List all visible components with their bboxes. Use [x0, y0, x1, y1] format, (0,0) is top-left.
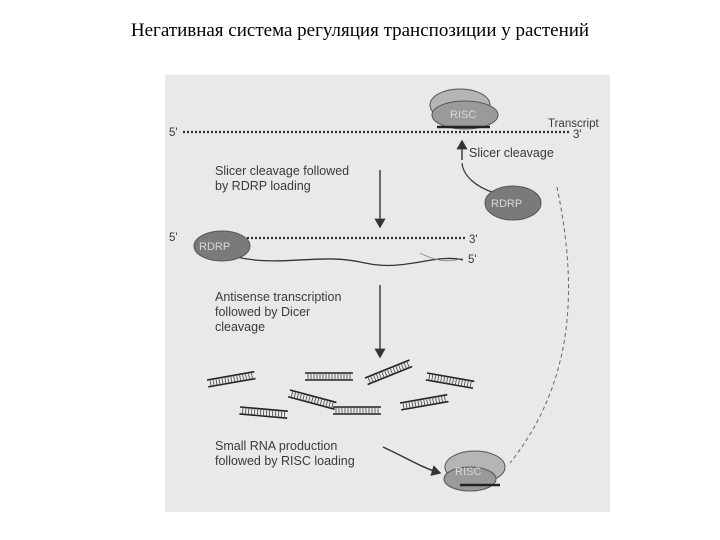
slicer-cleavage-annotation: Slicer cleavage	[462, 141, 554, 193]
rnai-pathway-diagram: 5' 3' Transcript RISC Slicer cleavage RD…	[165, 75, 610, 512]
transcript-label: Transcript	[548, 118, 599, 130]
step-2-line-3: cleavage	[215, 320, 265, 334]
rdrp-right-label: RDRP	[491, 198, 522, 210]
step-3-line-1: Small RNA production	[215, 439, 337, 453]
sirna-duplex-icon	[365, 360, 412, 384]
step-3-text: Small RNA production followed by RISC lo…	[215, 439, 355, 468]
sirna-duplex-icon	[207, 372, 255, 387]
middle-three-prime-label: 3'	[469, 234, 478, 246]
sirna-duplex-icon	[288, 390, 336, 409]
step-1-line-2: by RDRP loading	[215, 179, 311, 193]
slide-title: Негативная система регуляция транспозици…	[0, 20, 720, 42]
top-five-prime-label: 5'	[169, 127, 178, 139]
risc-top-icon: RISC	[430, 89, 498, 129]
rdrp-left-label: RDRP	[199, 241, 230, 253]
step-2-line-2: followed by Dicer	[215, 305, 310, 319]
step-2-text: Antisense transcription followed by Dice…	[215, 290, 342, 334]
step-1-line-1: Slicer cleavage followed	[215, 164, 349, 178]
rdrp-left-icon: RDRP	[194, 231, 250, 261]
step-1-text: Slicer cleavage followed by RDRP loading	[215, 164, 349, 193]
sirna-duplex-icon	[400, 395, 448, 410]
middle-tail-five-prime-label: 5'	[468, 254, 477, 266]
step-3-line-2: followed by RISC loading	[215, 454, 355, 468]
sirna-duplex-icon	[305, 373, 353, 380]
slicer-cleavage-label: Slicer cleavage	[469, 146, 554, 160]
rdrp-right-icon: RDRP	[485, 186, 541, 220]
risc-top-label: RISC	[450, 109, 476, 121]
step-2-line-1: Antisense transcription	[215, 290, 342, 304]
risc-bottom-label: RISC	[455, 466, 481, 478]
diagram-canvas: 5' 3' Transcript RISC Slicer cleavage RD…	[165, 75, 610, 512]
middle-five-prime-label: 5'	[169, 232, 178, 244]
top-three-prime-label: 3'	[573, 129, 582, 141]
sirna-duplex-icon	[333, 407, 381, 414]
sirna-duplex-group	[207, 360, 474, 418]
risc-bottom-icon: RISC	[444, 451, 505, 491]
transcript-strand: 5' 3' Transcript	[169, 118, 599, 141]
recycle-arc	[510, 187, 569, 463]
risc-loading-arrow	[383, 447, 440, 473]
sirna-duplex-icon	[239, 407, 287, 418]
sirna-duplex-icon	[426, 373, 474, 388]
